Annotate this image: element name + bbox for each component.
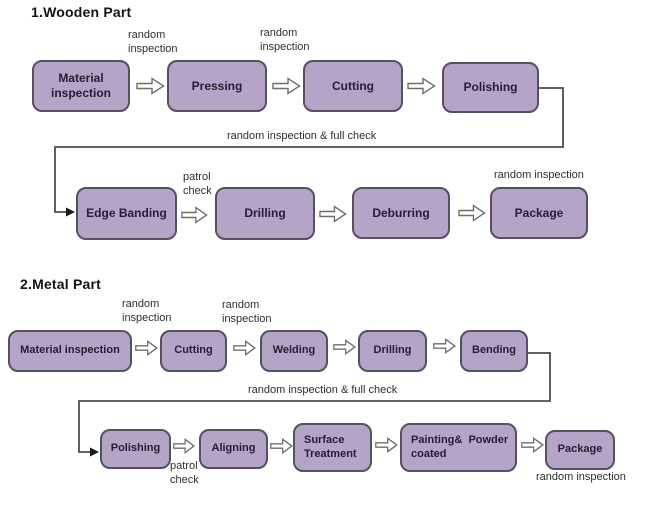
metal-connector-arrowhead-icon (90, 447, 99, 457)
process-box-metal-painting-powder-coated: Painting& Powder coated (400, 423, 517, 472)
process-box-metal-cutting: Cutting (160, 330, 227, 372)
wooden-loop-check-label: random inspection & full check (227, 130, 377, 142)
process-box-metal-bending: Bending (460, 330, 528, 372)
process-box-metal-welding: Welding (260, 330, 328, 372)
flow-arrow-icon (136, 77, 165, 95)
process-box-wooden-edge-banding: Edge Banding (76, 187, 177, 240)
flow-arrow-icon (173, 438, 195, 454)
process-box-metal-material-inspection: Material inspection (8, 330, 132, 372)
flow-arrow-icon (375, 437, 398, 453)
process-box-wooden-drilling: Drilling (215, 187, 315, 240)
wooden-patrol-check-label: patrol check (183, 171, 212, 198)
process-box-wooden-package: Package (490, 187, 588, 239)
flow-arrow-icon (270, 438, 293, 454)
flow-arrow-icon (272, 77, 301, 95)
process-box-metal-polishing: Polishing (100, 429, 171, 469)
flow-arrow-icon (319, 205, 347, 223)
flow-arrow-icon (233, 340, 256, 356)
wooden-random-inspection-label-2: random inspection (260, 27, 310, 54)
flow-arrow-icon (333, 339, 356, 355)
wooden-random-inspection-label-1: random inspection (128, 29, 178, 56)
metal-random-inspection-label-2: random inspection (222, 299, 272, 326)
metal-loop-check-label: random inspection & full check (248, 384, 398, 396)
flow-arrow-icon (181, 206, 208, 224)
process-box-wooden-polishing: Polishing (442, 62, 539, 113)
wooden-section-title: 1.Wooden Part (31, 4, 132, 20)
process-box-metal-surface-treatment: Surface Treatment (293, 423, 372, 472)
metal-random-inspection-label-1: random inspection (122, 298, 172, 325)
wooden-package-random-inspection-label: random inspection (494, 169, 584, 181)
process-box-metal-package: Package (545, 430, 615, 470)
metal-patrol-check-label: patrol check (170, 460, 199, 487)
flow-arrow-icon (458, 204, 486, 222)
flow-arrow-icon (135, 340, 158, 356)
metal-section-title: 2.Metal Part (20, 276, 101, 292)
metal-package-random-inspection-label: random inspection (536, 471, 626, 483)
process-box-wooden-pressing: Pressing (167, 60, 267, 112)
flow-arrow-icon (521, 437, 544, 453)
process-box-wooden-cutting: Cutting (303, 60, 403, 112)
process-box-wooden-deburring: Deburring (352, 187, 450, 239)
flow-arrow-icon (433, 338, 456, 354)
process-box-metal-aligning: Aligning (199, 429, 268, 469)
process-box-metal-drilling: Drilling (358, 330, 427, 372)
wooden-connector-arrowhead-icon (66, 207, 75, 217)
flow-arrow-icon (407, 77, 436, 95)
process-box-wooden-material-inspection: Material inspection (32, 60, 130, 112)
